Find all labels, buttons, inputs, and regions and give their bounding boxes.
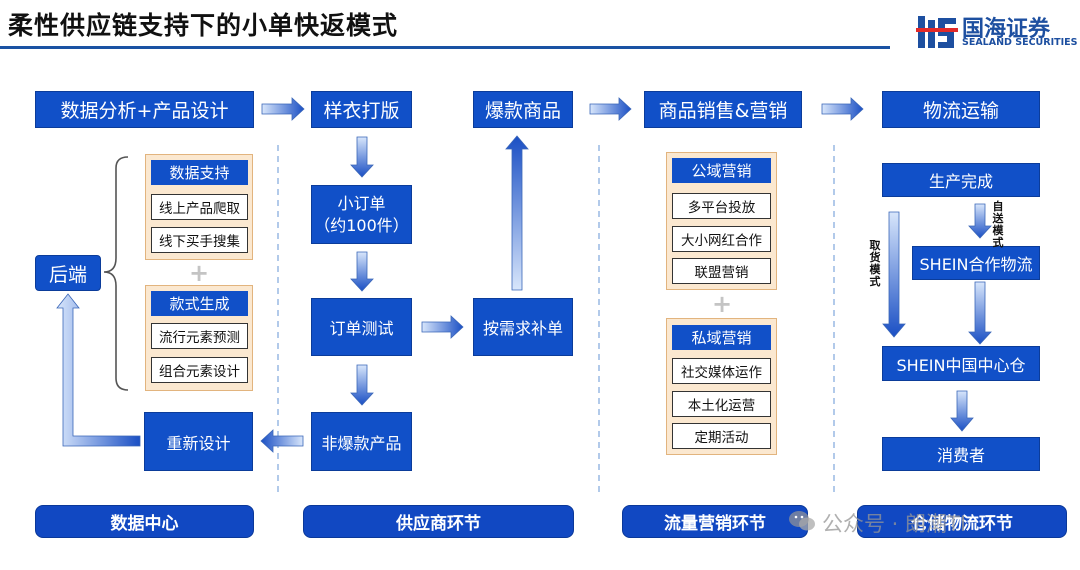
- plus-icon: +: [188, 259, 210, 287]
- public-marketing-item: 多平台投放: [672, 193, 771, 219]
- private-marketing-item: 定期活动: [672, 423, 771, 449]
- plus-icon: +: [711, 290, 733, 318]
- production-done-box: 生产完成: [882, 163, 1040, 197]
- backend-box: 后端: [35, 255, 101, 291]
- sample-box: 样衣打版: [311, 91, 412, 128]
- redesign-box: 重新设计: [144, 412, 253, 471]
- page-title: 柔性供应链支持下的小单快返模式: [8, 11, 399, 40]
- shein-warehouse-box: SHEIN中国中心仓: [882, 346, 1040, 381]
- design-box: 数据分析+产品设计: [35, 91, 254, 128]
- title-rule: [0, 46, 890, 49]
- logo-name: 国海证券: [962, 17, 1051, 42]
- arrow-hit-to-sales: [589, 97, 632, 121]
- logo-subtitle: SEALAND SECURITIES: [962, 37, 1078, 48]
- footer-data-center: 数据中心: [35, 505, 254, 538]
- watermark: 公众号 · 朗潮TI: [788, 508, 966, 538]
- arrow-design-to-sample: [261, 97, 305, 121]
- wechat-icon: [788, 509, 816, 538]
- private-marketing-title: 私域营销: [672, 325, 771, 350]
- arrow-test-to-nonhit: [350, 364, 374, 406]
- footer-supplier: 供应商环节: [303, 505, 574, 538]
- arrow-sample-to-order: [350, 136, 374, 178]
- data-support-item: 线上产品爬取: [151, 194, 248, 220]
- footer-logistics: 仓储物流环节: [857, 505, 1067, 538]
- non-hit-box: 非爆款产品: [311, 412, 412, 471]
- public-marketing-title: 公域营销: [672, 158, 771, 183]
- arrow-pickup-to-warehouse: [882, 211, 906, 338]
- pickup-label: 取货模式: [869, 239, 881, 288]
- sales-box: 商品销售&营销: [644, 91, 802, 128]
- arrow-logistics-to-warehouse: [968, 281, 992, 345]
- arrow-nonhit-to-redesign: [260, 429, 304, 453]
- arrow-test-to-restock: [421, 315, 464, 339]
- style-gen-title: 款式生成: [151, 291, 248, 316]
- order-test-box: 订单测试: [311, 298, 412, 356]
- arrow-order-to-test: [350, 251, 374, 292]
- private-marketing-item: 社交媒体运作: [672, 358, 771, 384]
- restock-box: 按需求补单: [473, 298, 573, 356]
- self-delivery-label: 自送模式: [992, 200, 1004, 249]
- private-marketing-item: 本土化运营: [672, 391, 771, 417]
- footer-marketing: 流量营销环节: [622, 505, 808, 538]
- style-gen-item: 流行元素预测: [151, 323, 248, 349]
- data-support-item: 线下买手搜集: [151, 227, 248, 253]
- small-order-box: 小订单 （约100件）: [311, 185, 412, 244]
- backend-brace: [103, 156, 129, 391]
- shein-logistics-box: SHEIN合作物流: [912, 246, 1040, 280]
- consumer-box: 消费者: [882, 437, 1040, 471]
- arrow-sales-to-logistics: [821, 97, 864, 121]
- style-gen-item: 组合元素设计: [151, 357, 248, 383]
- hit-product-box: 爆款商品: [473, 91, 573, 128]
- logo-icon: [916, 14, 958, 50]
- logistics-box: 物流运输: [882, 91, 1040, 128]
- public-marketing-item: 大小网红合作: [672, 226, 771, 252]
- watermark-text: 公众号 · 朗潮TI: [822, 512, 967, 536]
- public-marketing-item: 联盟营销: [672, 258, 771, 284]
- arrow-warehouse-to-consumer: [950, 390, 974, 432]
- data-support-title: 数据支持: [151, 160, 248, 185]
- arrow-done-to-shein-logistics: [968, 203, 992, 239]
- arrow-restock-to-hit: [505, 135, 529, 291]
- arrow-redesign-to-backend: [56, 293, 141, 447]
